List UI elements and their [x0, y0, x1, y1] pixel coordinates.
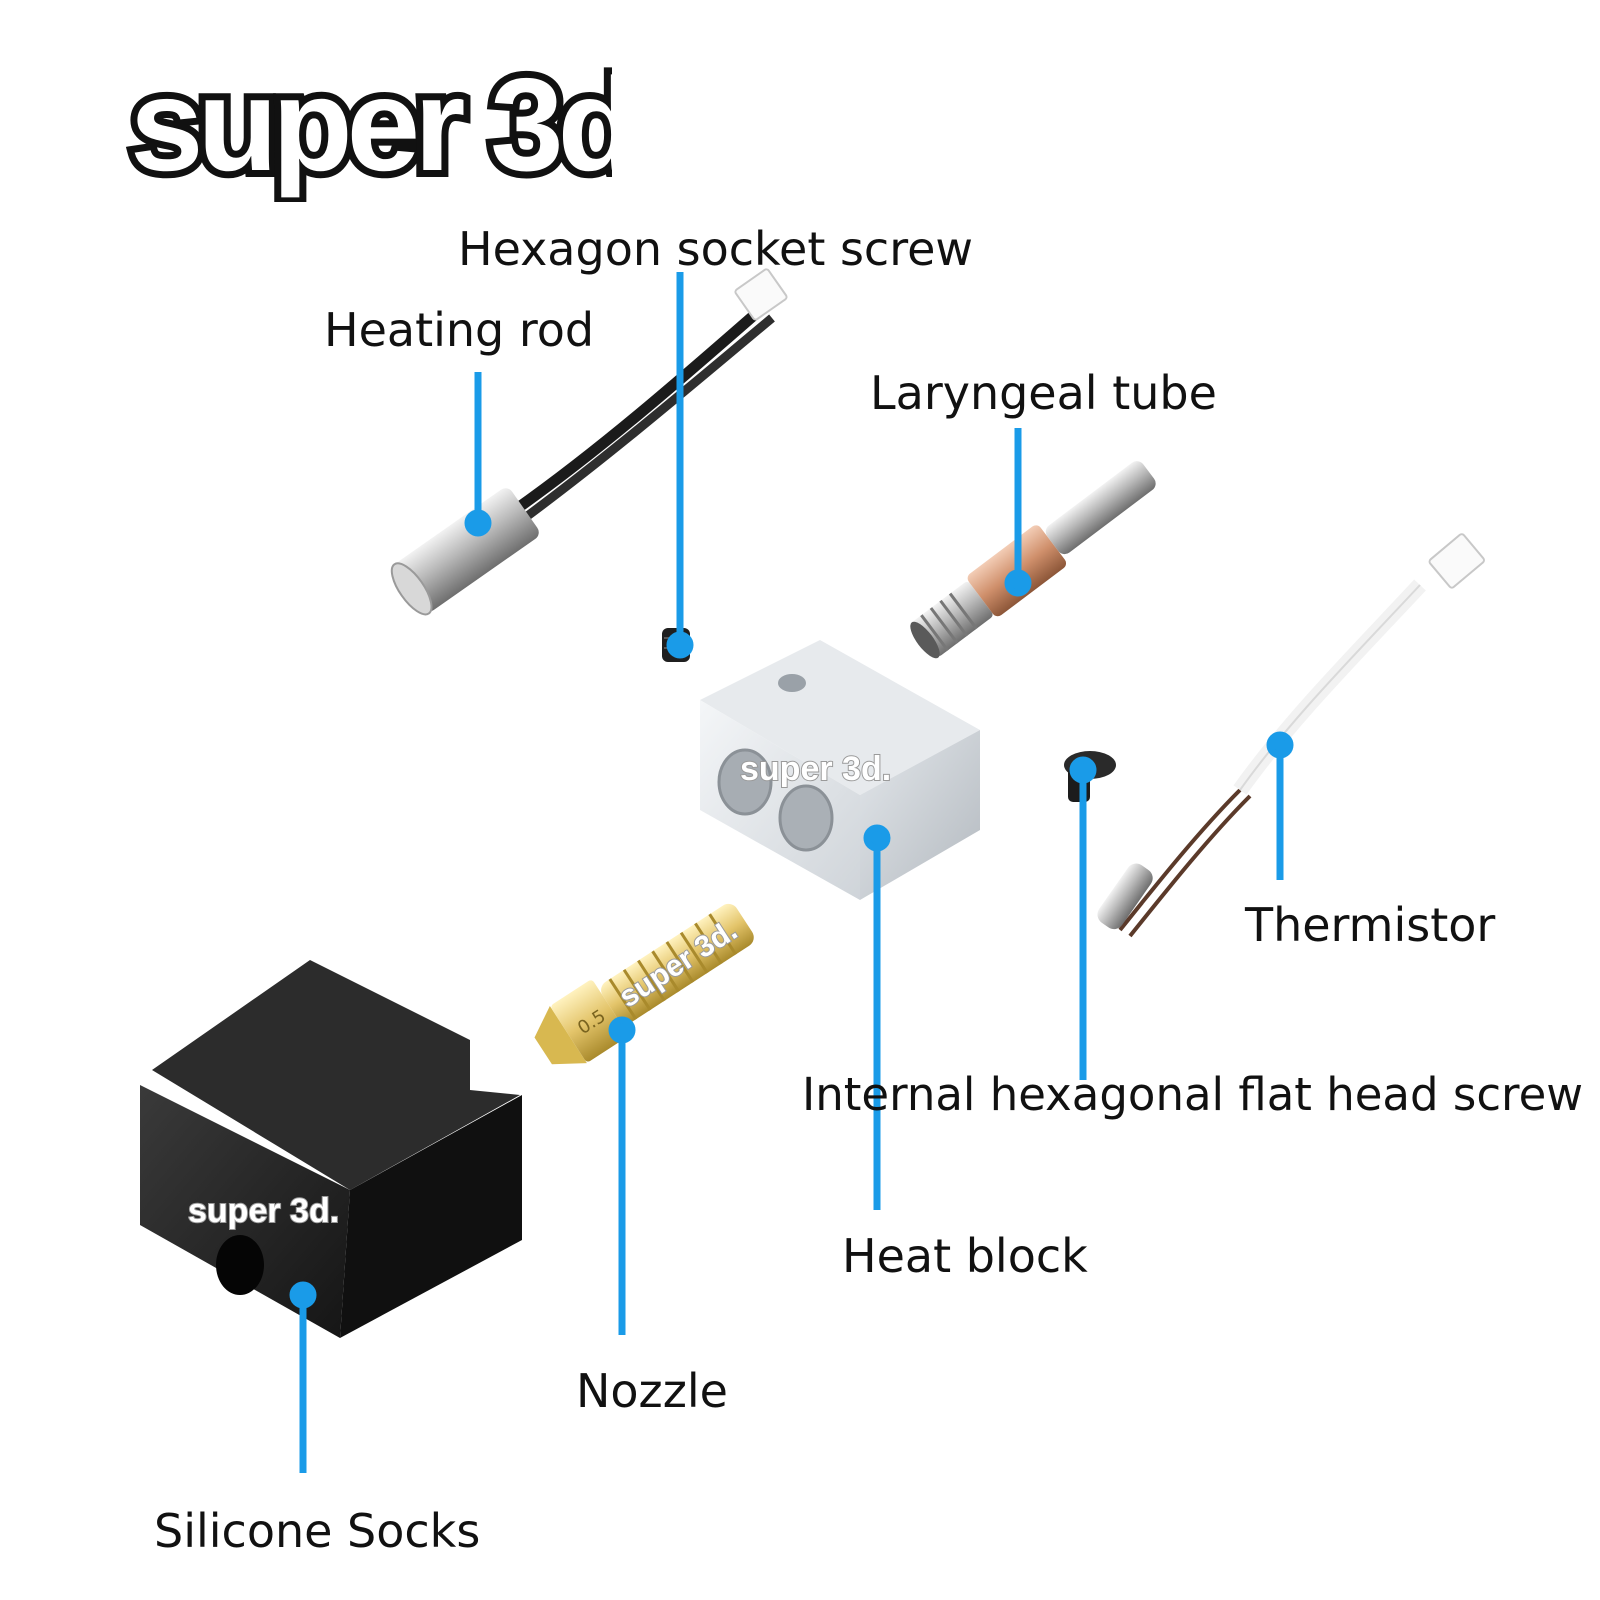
laryngeal-tube-part [910, 461, 1156, 659]
label-hexagon-socket-screw: Hexagon socket screw [458, 222, 974, 276]
thermistor-probe [1097, 863, 1153, 930]
brand-logo-text: super 3d. [130, 52, 612, 198]
brand-logo: super 3d. [123, 52, 612, 202]
silicone-sock-side [340, 1095, 522, 1338]
label-internal-hexagonal-flat-head-screw: Internal hexagonal flat head screw [802, 1068, 1584, 1121]
nozzle-part: 0.5 super 3d. [534, 903, 754, 1065]
leader-dot-heat-block [863, 824, 891, 852]
label-laryngeal-tube: Laryngeal tube [870, 366, 1217, 420]
heating-rod-part [390, 268, 788, 616]
heating-rod-wire [511, 305, 764, 515]
thermistor-connector [1428, 533, 1485, 589]
heating-rod-wire [519, 314, 775, 524]
label-nozzle: Nozzle [576, 1364, 728, 1418]
leader-dot-laryngeal-tube [1004, 569, 1032, 597]
heat-block-side [860, 730, 980, 900]
label-thermistor: Thermistor [1245, 898, 1496, 952]
nozzle-watermark: super 3d. [613, 914, 743, 1014]
leader-dot-nozzle [608, 1016, 636, 1044]
silicone-sock-watermark: super 3d. [188, 1192, 339, 1230]
heating-rod-cartridge [390, 488, 539, 616]
heating-rod-connector [734, 268, 788, 321]
heat-block-watermark: super 3d. [740, 750, 891, 788]
leader-dot-hexagon-socket-screw [666, 631, 694, 659]
silicone-sock-front [140, 1085, 350, 1338]
thermistor-part [1097, 533, 1485, 938]
label-heating-rod: Heating rod [324, 303, 595, 357]
heat-block-part: super 3d. [700, 640, 980, 900]
label-silicone-socks: Silicone Socks [154, 1504, 481, 1558]
leader-dot-thermistor [1266, 731, 1294, 759]
leader-dot-internal-hex-flat-head-screw [1069, 756, 1097, 784]
label-heat-block: Heat block [842, 1229, 1088, 1283]
silicone-sock-top [152, 960, 520, 1190]
heat-block-top [700, 640, 980, 795]
leader-lines [289, 272, 1294, 1473]
leader-dot-heating-rod [464, 509, 492, 537]
leader-dot-silicone-socks [289, 1281, 317, 1309]
silicone-sock-part: super 3d. [140, 960, 522, 1338]
